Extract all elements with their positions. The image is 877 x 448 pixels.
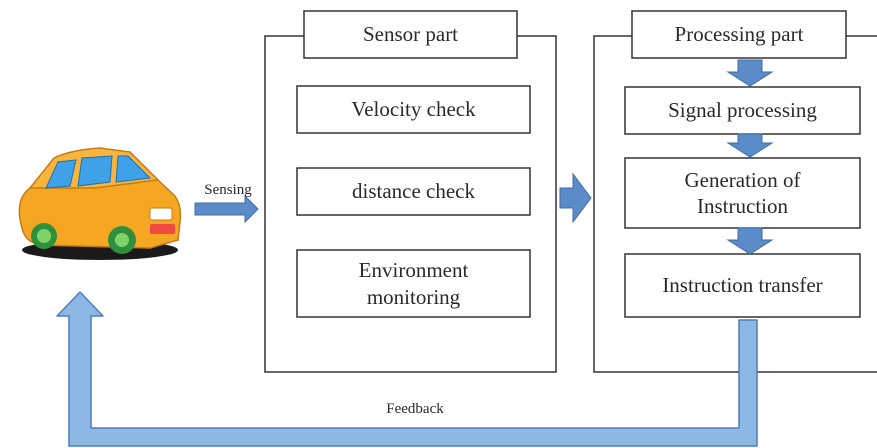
generation-of-instruction-label: Generation of Instruction [684,167,801,218]
instruction-transfer-label: Instruction transfer [662,273,823,298]
feedback-label: Feedback [386,400,444,417]
right-arrow-icon [559,172,592,224]
down-arrow-icon [726,59,774,87]
processing-part-title-box [631,10,847,59]
sensing-label: Sensing [204,181,252,198]
sensing-arrow-icon [194,194,259,224]
car-icon [18,147,182,260]
generation-of-instruction-box [624,157,861,229]
down-arrow-icon [726,227,774,255]
processing-part-title: Processing part [674,22,804,47]
environment-monitoring-box [296,249,531,318]
sensor-part-title-box [303,10,518,59]
signal-processing-label: Signal processing [668,98,817,123]
velocity-check-label: Velocity check [351,97,476,122]
environment-monitoring-label: Environment monitoring [358,258,469,309]
sensor-part-title: Sensor part [362,22,459,47]
distance-check-label: distance check [351,179,476,204]
signal-processing-box [624,86,861,135]
down-arrow-icon [726,133,774,158]
distance-check-box [296,167,531,216]
instruction-transfer-box [624,253,861,318]
feedback-arrow-icon [56,291,758,447]
velocity-check-box [296,85,531,134]
